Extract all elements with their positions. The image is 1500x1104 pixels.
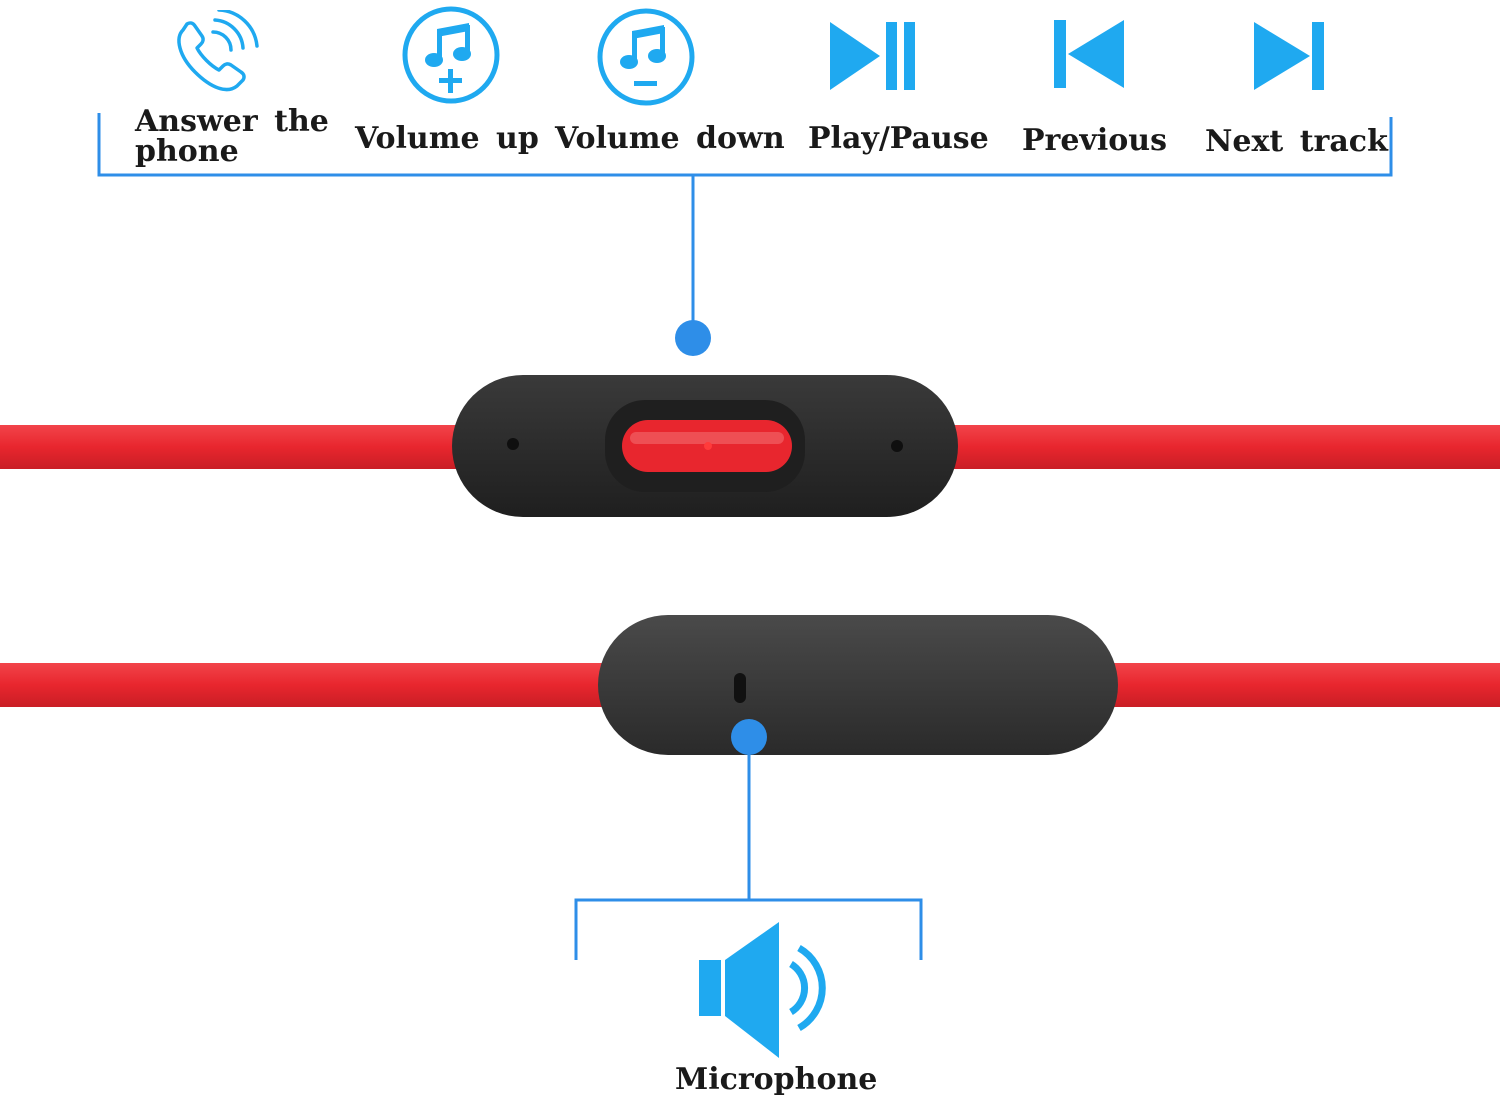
lower-cable-left <box>0 663 620 707</box>
function-label-volume-down: Volume down <box>555 121 785 156</box>
lower-remote-body <box>598 615 1118 755</box>
music-note-plus-icon <box>402 6 500 104</box>
upper-cable-left <box>0 425 470 469</box>
microphone-hole <box>734 673 746 703</box>
next-track-icon <box>1254 22 1324 90</box>
top-connector-dot <box>675 320 711 356</box>
phone-call-icon <box>177 10 259 92</box>
function-label-play-pause: Play/Pause <box>808 121 989 156</box>
function-label-answer: Answer the phone <box>135 104 329 169</box>
music-note-minus-icon <box>597 8 695 106</box>
function-label-next-track: Next track <box>1205 124 1388 159</box>
previous-track-icon <box>1054 20 1124 88</box>
top-bracket <box>97 113 1393 177</box>
lower-cable-right <box>1095 663 1500 707</box>
upper-remote-hole-right <box>891 440 903 452</box>
play-pause-icon <box>830 22 915 90</box>
microphone-label: Microphone <box>675 1062 878 1097</box>
upper-cable-right <box>940 425 1500 469</box>
bottom-bracket <box>574 898 923 960</box>
function-label-previous: Previous <box>1022 123 1167 158</box>
function-label-volume-up: Volume up <box>355 121 539 156</box>
upper-remote-hole-left <box>507 438 519 450</box>
upper-remote-led <box>704 442 712 450</box>
speaker-icon <box>699 922 826 1058</box>
